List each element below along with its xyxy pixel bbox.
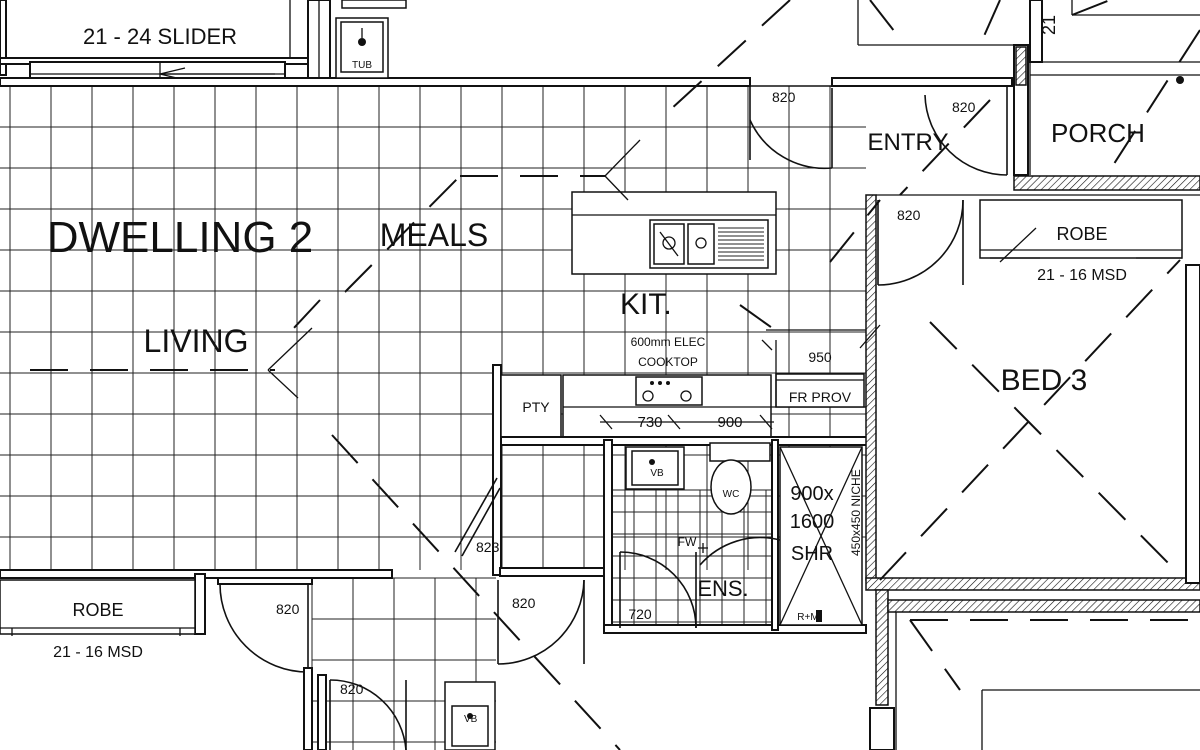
dashed-roof-lines [30,139,881,750]
toilet-label: WC [723,489,740,500]
ens-door-dim: 720 [628,606,652,622]
rail-label: R+M [797,612,818,623]
shower-label-2: 1600 [790,511,835,533]
lower-right-building [869,589,1200,750]
dim-950: 950 [808,349,832,365]
robe-left-label: ROBE [72,600,123,620]
dim-730: 730 [637,414,662,431]
entry-doors [749,85,1008,196]
roof-lines-top: 21 [669,0,1200,111]
hall-door-823: 823 [476,539,500,555]
top-wall [0,0,1013,87]
bed3-room [865,194,1200,591]
hall-door-dim-2: 820 [512,595,536,611]
bed3-label: BED 3 [1001,364,1088,397]
entry-label: ENTRY [868,129,949,156]
ensuite-room [603,439,867,634]
tub-label: TUB [352,60,372,71]
fridge-label: FR PROV [789,389,852,405]
kitchen-label: KIT. [620,288,672,321]
shower-label-1: 900x [790,483,833,505]
niche-label: 450x450 NICHE [849,469,863,556]
entry-door-dim-2: 820 [952,99,976,115]
cooktop-label-2: COOKTOP [638,355,698,369]
cooktop-label-1: 600mm ELEC [631,335,706,349]
dim-900: 900 [717,414,742,431]
tub-fixture [335,17,389,79]
bath-door-dim: 820 [340,681,364,697]
robe-bed3-size: 21 - 16 MSD [1037,267,1127,284]
kitchen-bench [492,329,868,576]
hall-lower [0,477,605,750]
floor-waste-label: FW [678,535,697,549]
bed3-door-dim: 820 [897,207,921,223]
dwelling-title: DWELLING 2 [47,213,314,262]
vanity-lower-label: VB [464,714,478,725]
robe-door-dim: 820 [276,601,300,617]
floor-tile-grid [0,85,866,750]
pantry-label: PTY [522,399,550,415]
robe-bed3-label: ROBE [1056,224,1107,244]
living-label: LIVING [144,323,249,359]
meals-label: MEALS [380,217,488,253]
entry-door-dim-1: 820 [772,89,796,105]
ensuite-label: ENS. [697,576,748,601]
robe-left-size: 21 - 16 MSD [53,644,143,661]
slider-label: 21 - 24 SLIDER [83,24,237,49]
kitchen-island [571,191,777,275]
porch-area [1013,29,1200,191]
vanity-label: VB [650,468,664,479]
svg-text:21: 21 [1039,15,1059,35]
porch-label: PORCH [1051,118,1145,148]
sink-drainer [718,227,764,261]
shower-label-3: SHR [791,543,833,565]
